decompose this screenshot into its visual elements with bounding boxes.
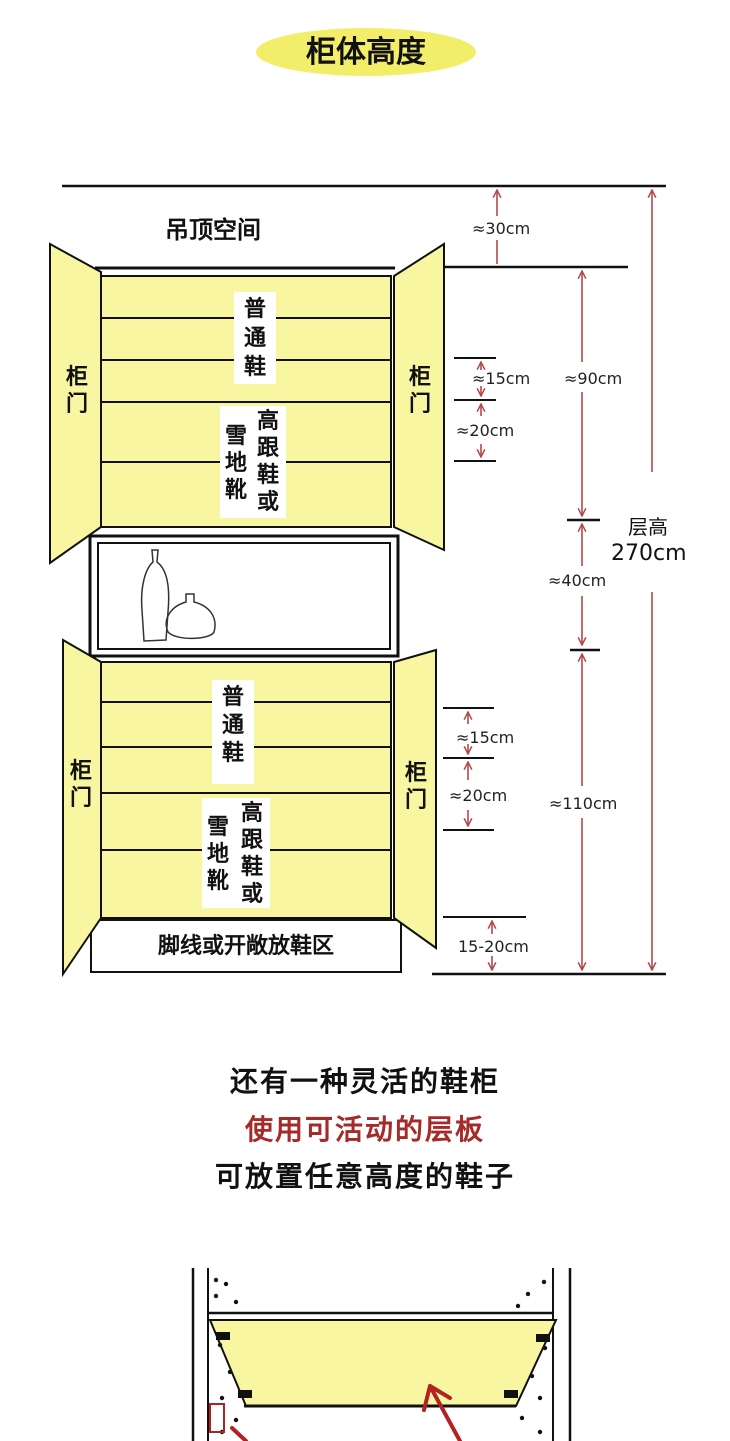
lower-right-door: [393, 648, 437, 950]
upper-normal-shoes-char-3: 鞋: [244, 355, 266, 380]
ceiling-label: 吊顶空间: [165, 216, 261, 244]
caption-line-1: 还有一种灵活的鞋柜: [229, 1065, 500, 1098]
page-title: 柜体高度: [306, 35, 426, 70]
upper-left-door: [49, 242, 102, 565]
pointer-arrow: [422, 1384, 462, 1441]
upper-boots-col1-char-1: 雪: [225, 424, 247, 449]
upper-boots-col2-char-3: 鞋: [257, 463, 279, 488]
dim-floor-label: 层高: [628, 515, 668, 539]
vase-drawing: [140, 549, 216, 642]
upper-boots-col2-char-1: 高: [257, 408, 279, 434]
upper-boots-col2-char-4: 或: [257, 489, 279, 515]
base-plinth: [90, 919, 402, 973]
upper-right-door: [393, 242, 445, 552]
lower-cabinet: [62, 638, 437, 978]
dimension-lines: [443, 190, 652, 970]
dim-upper-boot: ≈20cm: [456, 421, 514, 440]
lower-boots-col2-char-2: 跟: [241, 828, 264, 853]
lower-boots-col1-char-2: 地: [207, 842, 229, 867]
base-label: 脚线或开敞放鞋区: [158, 933, 334, 959]
upper-boots-col1-char-3: 靴: [225, 478, 247, 503]
lower-door-right-char-2: 门: [405, 787, 427, 813]
lower-normal-shoes-char-2: 通: [222, 713, 244, 738]
upper-door-left-char-1: 柜: [66, 364, 88, 390]
lower-boots-col1-char-1: 雪: [207, 815, 229, 840]
upper-boots-col2-char-2: 跟: [257, 436, 280, 461]
lower-door-left-char-2: 门: [70, 785, 92, 811]
dim-upper-total: ≈90cm: [564, 369, 622, 388]
upper-door-left-char-2: 门: [66, 391, 88, 417]
upper-door-right-char-2: 门: [409, 391, 431, 417]
title-highlight: [256, 28, 476, 76]
dim-lower-shelf: ≈15cm: [456, 728, 514, 747]
lower-normal-shoes-char-3: 鞋: [222, 741, 244, 766]
lower-door-right-char-1: 柜: [405, 760, 427, 786]
dim-lower-boot: ≈20cm: [449, 786, 507, 805]
dim-lower-total: ≈110cm: [549, 794, 617, 813]
upper-cabinet: [49, 242, 445, 565]
dim-upper-shelf: ≈15cm: [472, 369, 530, 388]
dim-floor-height: 270cm: [611, 541, 687, 566]
upper-normal-shoes-char-2: 通: [244, 326, 266, 351]
caption-line-2: 使用可活动的层板: [244, 1113, 485, 1146]
adjustable-shelf-detail: [191, 1268, 572, 1441]
upper-door-right-char-1: 柜: [409, 364, 431, 390]
upper-boots-col1-char-2: 地: [225, 451, 247, 476]
lower-boots-col2-char-4: 或: [241, 881, 263, 907]
dim-base: 15-20cm: [458, 937, 529, 956]
caption-line-3: 可放置任意高度的鞋子: [214, 1160, 515, 1193]
lower-boots-col1-char-3: 靴: [207, 869, 229, 894]
dim-open: ≈40cm: [548, 571, 606, 590]
upper-normal-shoes-char-1: 普: [244, 296, 266, 322]
lower-boots-col2-char-3: 鞋: [241, 855, 263, 880]
lower-normal-shoes-char-1: 普: [222, 684, 244, 710]
lower-boots-col2-char-1: 高: [241, 800, 263, 826]
lower-left-door: [62, 638, 102, 978]
dim-ceiling: ≈30cm: [472, 219, 530, 238]
lower-door-left-char-1: 柜: [70, 758, 92, 784]
